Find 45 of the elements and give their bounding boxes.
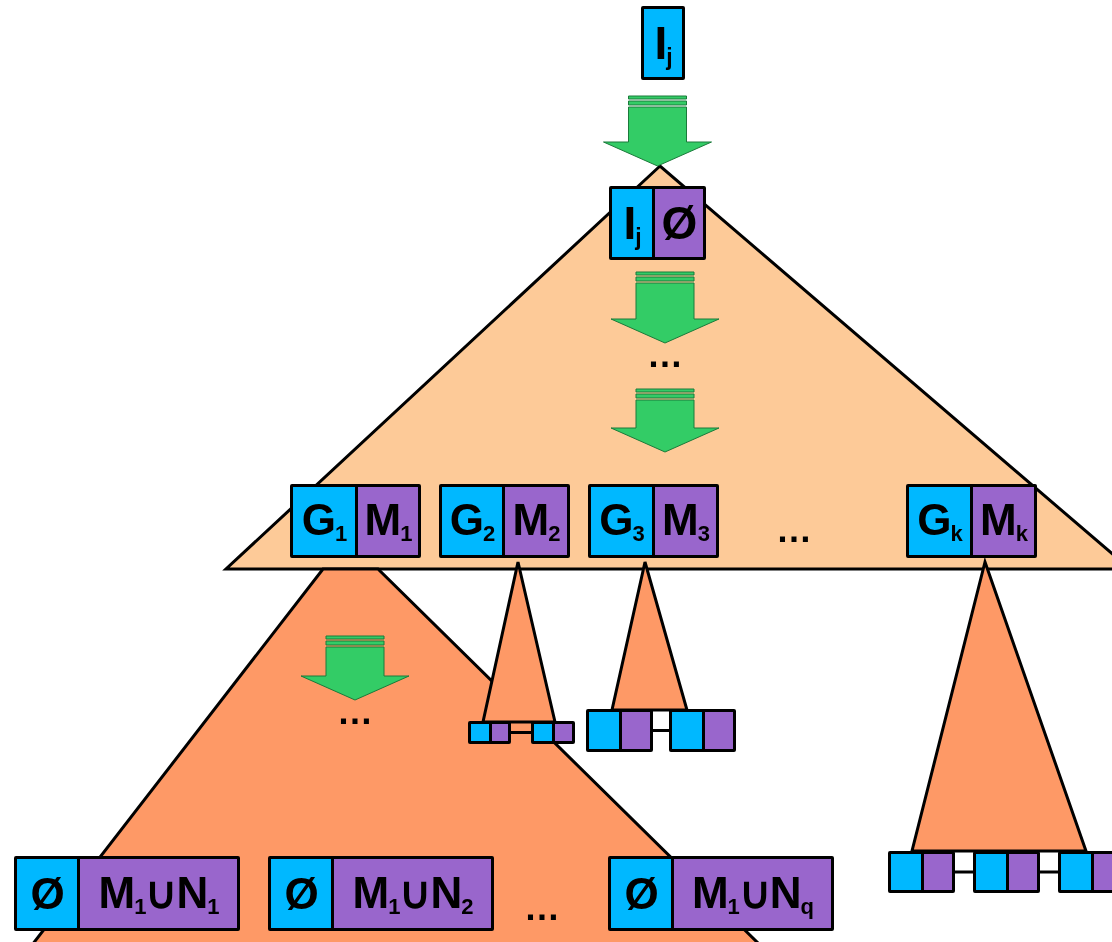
symbol-label: M$_{2}$ bbox=[512, 495, 560, 547]
symbol-pair-box bbox=[608, 856, 834, 931]
ellipsis: … bbox=[524, 898, 560, 918]
symbol-label: M$_{1}$ bbox=[364, 495, 412, 547]
symbol-label: M$_{3}$ bbox=[662, 495, 709, 547]
ellipsis: … bbox=[325, 702, 385, 730]
down-arrow bbox=[610, 388, 720, 453]
connector-line bbox=[653, 729, 669, 732]
symbol-pair-box bbox=[588, 484, 719, 558]
symbol-label: M$_{1}$∪N$_{2}$ bbox=[352, 867, 473, 920]
down-arrow bbox=[603, 95, 712, 167]
symbol-label: M$_{1}$∪N$_{q}$ bbox=[691, 867, 814, 920]
symbol-label: M$_{1}$∪N$_{1}$ bbox=[98, 867, 219, 920]
ellipsis: … bbox=[776, 520, 812, 540]
empty-pair-box bbox=[586, 709, 653, 752]
symbol-label: I$_{j}$ bbox=[623, 195, 641, 251]
ellipsis: … bbox=[635, 345, 695, 373]
symbol-label: G$_{1}$ bbox=[301, 495, 347, 547]
symbol-label: M$_{k}$ bbox=[980, 495, 1027, 547]
down-arrow bbox=[300, 635, 410, 701]
empty-pair-box bbox=[888, 851, 955, 893]
symbol-label: Ø bbox=[661, 196, 697, 250]
symbol-label: I$_{j}$ bbox=[654, 15, 672, 71]
symbol-pair-box bbox=[268, 856, 494, 931]
symbol-label: Ø bbox=[30, 868, 64, 919]
empty-pair-box bbox=[973, 851, 1040, 893]
symbol-label: Ø bbox=[624, 868, 658, 919]
symbol-pair-box bbox=[906, 484, 1037, 558]
symbol-box bbox=[641, 6, 685, 80]
symbol-label: G$_{k}$ bbox=[917, 495, 962, 547]
symbol-pair-box bbox=[290, 484, 421, 558]
symbol-pair-box bbox=[439, 484, 570, 558]
symbol-pair-box bbox=[14, 856, 240, 931]
empty-pair-box bbox=[468, 721, 511, 744]
symbol-label: G$_{2}$ bbox=[449, 495, 495, 547]
empty-pair-box bbox=[669, 709, 736, 752]
connector-line bbox=[511, 731, 531, 734]
symbol-label: G$_{3}$ bbox=[599, 495, 644, 547]
symbol-pair-box bbox=[609, 186, 706, 260]
symbol-label: Ø bbox=[284, 868, 318, 919]
down-arrow bbox=[610, 271, 720, 344]
connector-line bbox=[1040, 870, 1058, 874]
empty-pair-box bbox=[1058, 851, 1112, 893]
empty-pair-box bbox=[531, 721, 575, 744]
connector-line bbox=[955, 870, 973, 874]
